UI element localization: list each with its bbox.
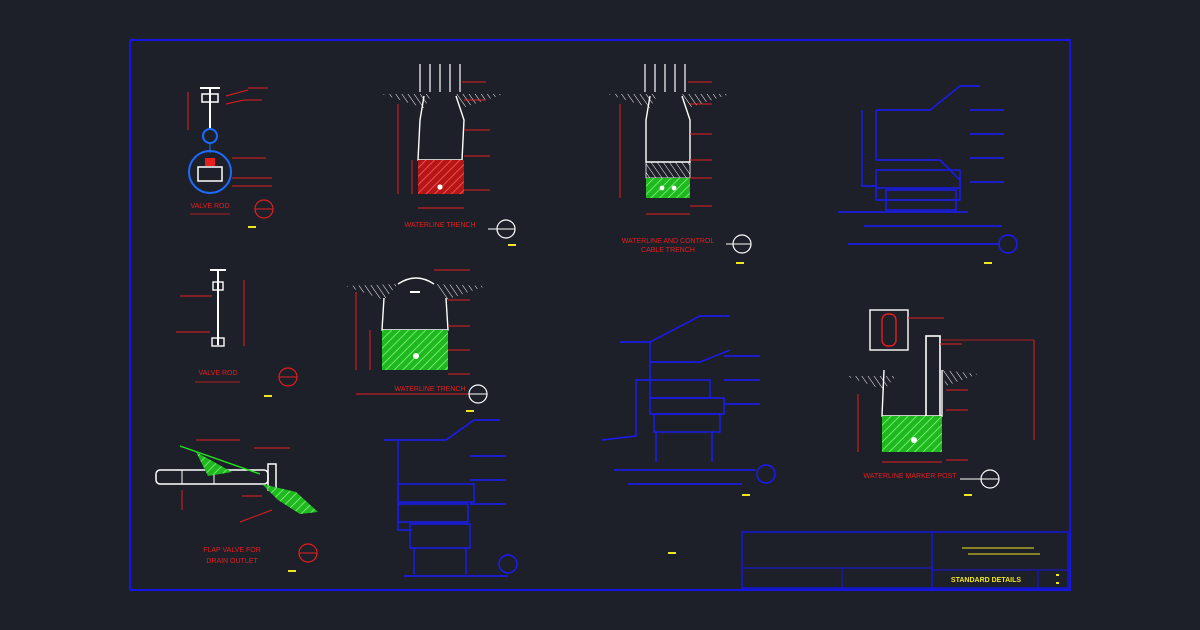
detail-blue-center: [601, 315, 776, 485]
detail-waterline-trench-2: WATERLINE TRENCH: [346, 269, 488, 412]
detail-blue-top-right: [838, 85, 1018, 254]
valve-rod-1-title: VALVE ROD: [190, 203, 229, 210]
sheet-title: STANDARD DETAILS: [951, 577, 1021, 584]
waterline-cable-title-line1: WATERLINE AND CONTROL: [622, 238, 715, 245]
marker-post-title: WATERLINE MARKER POST: [864, 473, 958, 480]
detail-waterline-control-cable-trench: WATERLINE AND CONTROL CABLE TRENCH: [608, 64, 752, 264]
title-block: STANDARD DETAILS: [741, 531, 1069, 589]
valve-rod-2-title: VALVE ROD: [198, 370, 237, 377]
waterline-trench-1-title: WATERLINE TRENCH: [404, 222, 475, 229]
detail-blue-bottom-left: [384, 419, 518, 577]
detail-valve-rod-2: VALVE ROD: [176, 269, 298, 397]
flap-valve-title-line1: FLAP VALVE FOR: [203, 547, 261, 554]
waterline-cable-title-line2: CABLE TRENCH: [641, 247, 695, 254]
waterline-trench-2-title: WATERLINE TRENCH: [394, 386, 465, 393]
detail-waterline-marker-post: WATERLINE MARKER POST: [846, 309, 1035, 496]
flap-valve-title-line2: DRAIN OUTLET: [206, 558, 258, 565]
detail-flap-valve: FLAP VALVE FOR DRAIN OUTLET: [155, 439, 318, 572]
detail-waterline-trench-1: WATERLINE TRENCH: [382, 64, 516, 246]
detail-valve-rod-1: VALVE ROD: [187, 87, 274, 228]
sheet-border: [129, 39, 1071, 591]
